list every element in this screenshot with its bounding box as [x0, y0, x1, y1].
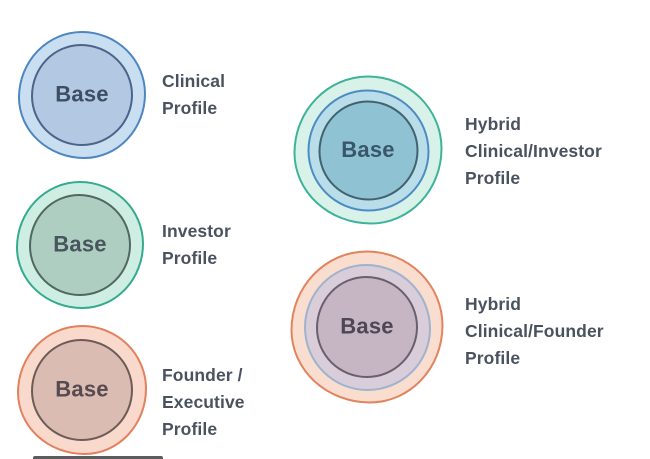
label-line: Profile — [465, 168, 521, 188]
hybrid-cf-base-circle: Base — [316, 276, 418, 378]
founder-executive-profile-label: Founder / Executive Profile — [162, 362, 245, 443]
base-label: Base — [53, 231, 107, 257]
label-line: Profile — [162, 248, 218, 268]
label-line: Clinical/Founder — [465, 321, 604, 341]
label-line: Clinical — [162, 71, 226, 91]
label-line: Founder / — [162, 365, 243, 385]
label-line: Profile — [162, 98, 218, 118]
base-label: Base — [341, 136, 395, 162]
founder-base-circle: Base — [31, 339, 133, 441]
label-line: Profile — [162, 419, 218, 439]
investor-outer-ring: Base — [16, 181, 144, 309]
hybrid-clinical-founder-profile-label: Hybrid Clinical/Founder Profile — [465, 291, 604, 372]
clinical-profile-label: Clinical Profile — [162, 68, 225, 122]
label-line: Investor — [162, 221, 231, 241]
hybrid-cf-middle-ring: Base — [303, 263, 431, 391]
label-line: Clinical/Investor — [465, 141, 602, 161]
label-line: Profile — [465, 348, 521, 368]
clinical-outer-ring: Base — [18, 31, 146, 159]
label-line: Executive — [162, 392, 245, 412]
founder-outer-ring: Base — [17, 325, 147, 455]
base-label: Base — [340, 313, 394, 339]
base-label: Base — [55, 376, 109, 402]
investor-profile-label: Investor Profile — [162, 218, 231, 272]
label-line: Hybrid — [465, 114, 522, 134]
hybrid-ci-base-circle: Base — [318, 100, 418, 200]
base-label: Base — [55, 81, 109, 107]
clinical-base-circle: Base — [31, 44, 133, 146]
hybrid-ci-middle-ring: Base — [307, 89, 429, 211]
investor-base-circle: Base — [29, 194, 131, 296]
hybrid-ci-outer-ring: Base — [293, 75, 443, 225]
cropped-edge-artifact — [33, 456, 163, 459]
label-line: Hybrid — [465, 294, 522, 314]
hybrid-clinical-investor-profile-label: Hybrid Clinical/Investor Profile — [465, 111, 602, 192]
hybrid-cf-outer-ring: Base — [290, 250, 444, 404]
